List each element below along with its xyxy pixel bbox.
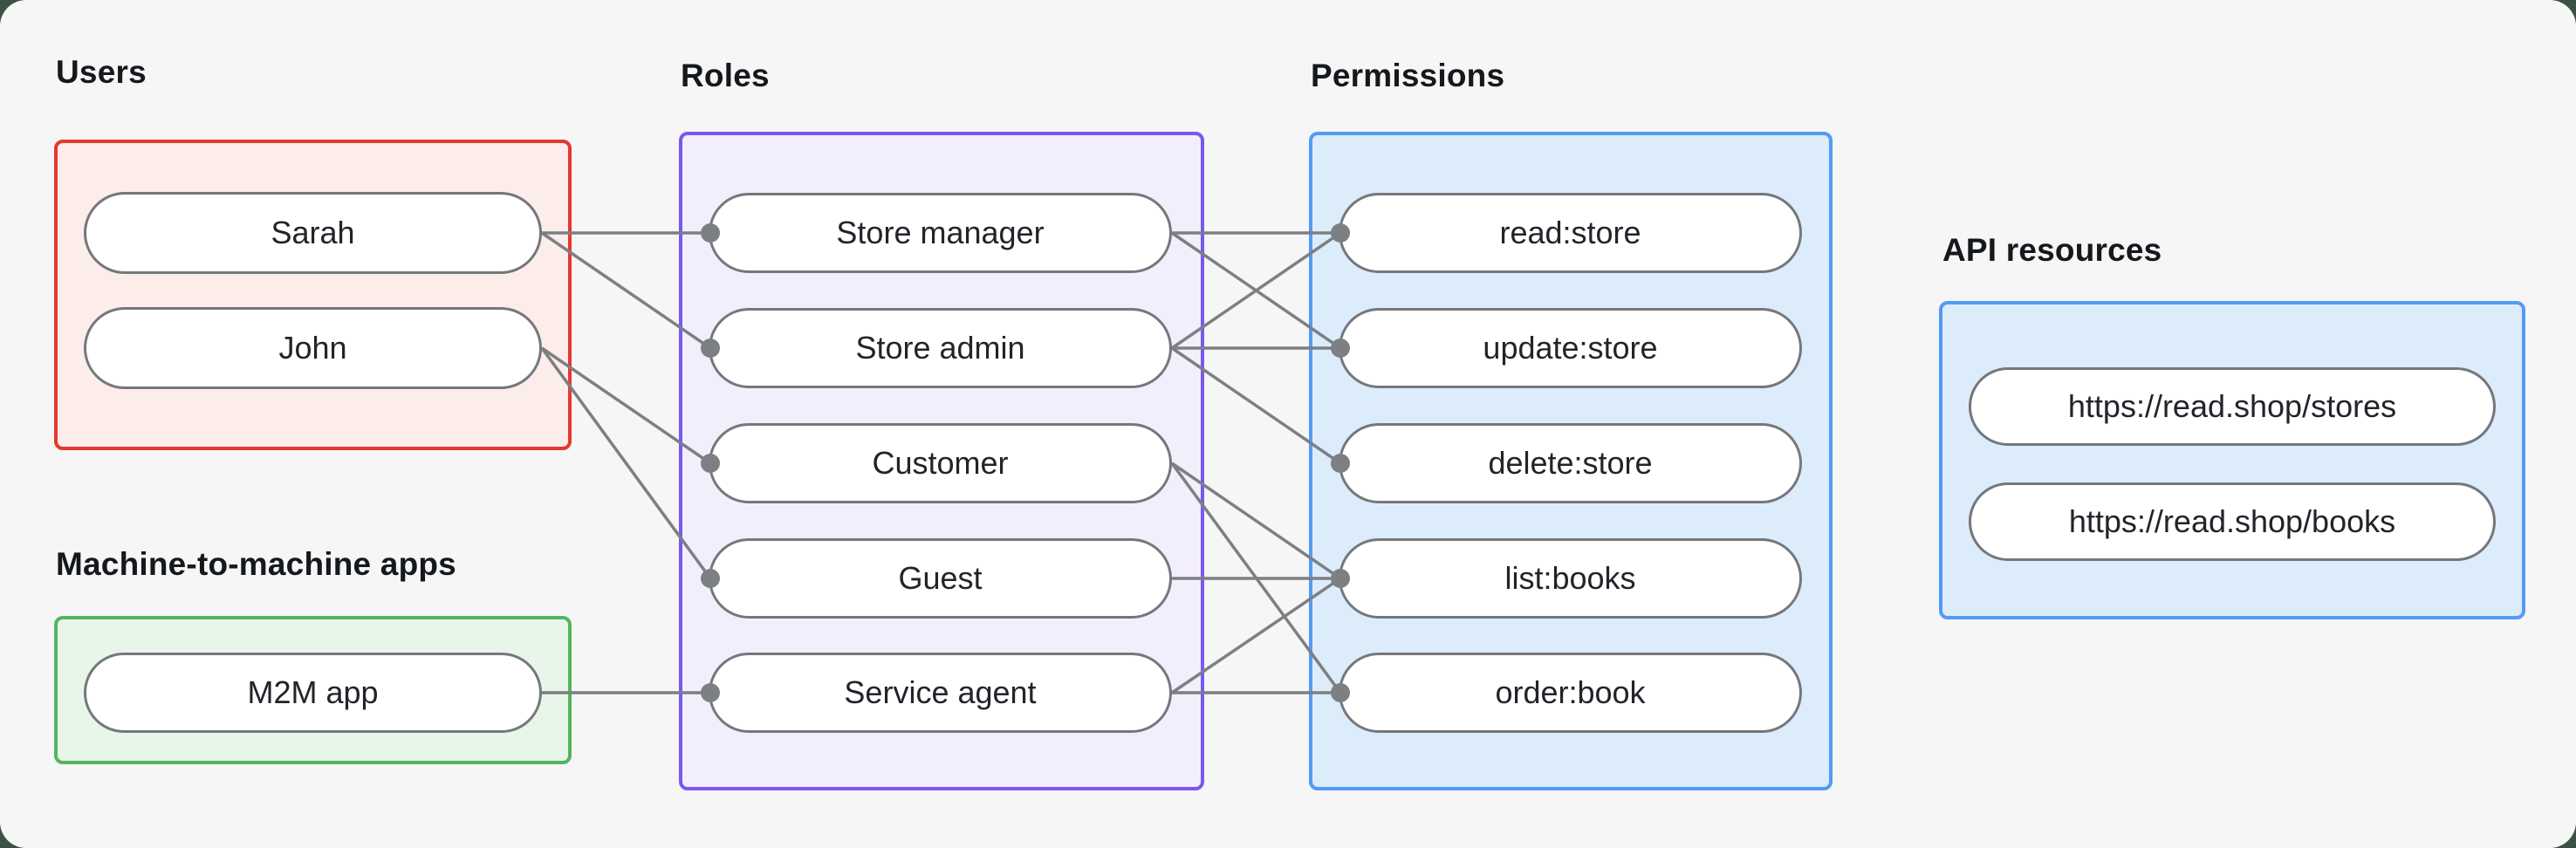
api-resource-node-books: https://read.shop/books: [1969, 482, 2496, 561]
node-label: list:books: [1504, 560, 1636, 596]
node-label: delete:store: [1488, 445, 1653, 481]
node-label: https://read.shop/books: [2068, 503, 2396, 539]
api-resource-node-stores: https://read.shop/stores: [1969, 367, 2496, 446]
node-label: Sarah: [271, 215, 355, 250]
user-node-john: John: [84, 307, 542, 389]
permission-node-update-store: update:store: [1339, 308, 1802, 388]
node-label: https://read.shop/stores: [2067, 388, 2397, 424]
node-label: Store admin: [855, 330, 1025, 366]
users-section-label: Users: [56, 54, 147, 90]
permission-node-delete-store: delete:store: [1339, 423, 1802, 503]
node-label: Service agent: [844, 674, 1037, 710]
node-label: Customer: [872, 445, 1009, 481]
node-label: read:store: [1499, 215, 1641, 250]
node-label: order:book: [1495, 674, 1646, 710]
role-node-guest: Guest: [709, 538, 1172, 619]
node-label: Guest: [898, 560, 983, 596]
machine-to-machine-section-label: Machine-to-machine apps: [56, 546, 456, 582]
permission-node-order-book: order:book: [1339, 653, 1802, 733]
role-node-store-admin: Store admin: [709, 308, 1172, 388]
users-group-box: [54, 140, 572, 450]
permissions-section-label: Permissions: [1311, 58, 1505, 93]
node-label: update:store: [1483, 330, 1658, 366]
api-resources-group-box: [1939, 301, 2525, 619]
m2m-app-node: M2M app: [84, 653, 542, 733]
node-label: M2M app: [247, 674, 379, 710]
role-node-store-manager: Store manager: [709, 193, 1172, 273]
node-label: John: [278, 330, 347, 366]
roles-section-label: Roles: [681, 58, 770, 93]
user-node-sarah: Sarah: [84, 192, 542, 274]
node-label: Store manager: [836, 215, 1045, 250]
api-resources-section-label: API resources: [1942, 232, 2162, 268]
role-node-service-agent: Service agent: [709, 653, 1172, 733]
role-node-customer: Customer: [709, 423, 1172, 503]
permission-node-list-books: list:books: [1339, 538, 1802, 619]
permission-node-read-store: read:store: [1339, 193, 1802, 273]
